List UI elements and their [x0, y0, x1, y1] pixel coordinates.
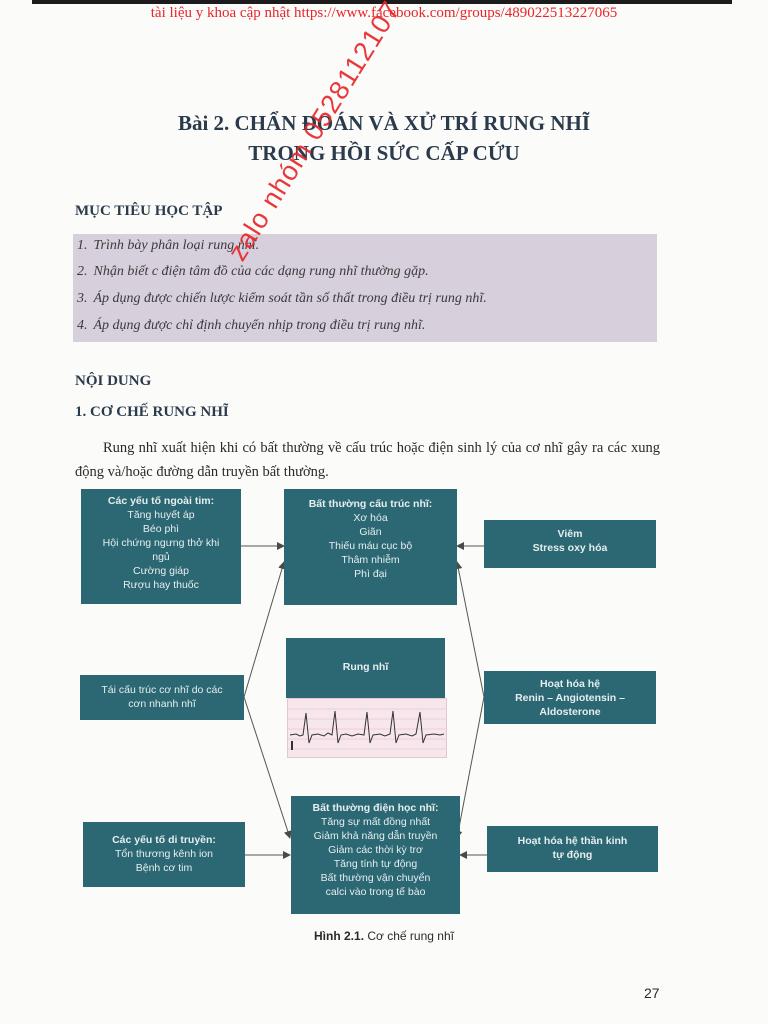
- af-label: Rung nhĩ: [342, 661, 389, 673]
- box-line: Viêm: [557, 528, 583, 540]
- objective-number: 2.: [77, 264, 88, 279]
- box-line: Béo phì: [142, 523, 180, 535]
- box-line: Rượu hay thuốc: [123, 579, 199, 591]
- objective-item: 2. Nhận biết c điện tâm đồ của các dạng r…: [77, 264, 429, 280]
- box-line: calci vào trong tế bào: [325, 886, 426, 898]
- box-line: Giãn: [359, 526, 382, 538]
- external-factors-box: Các yếu tố ngoài tim: Tăng huyết áp Béo …: [81, 489, 241, 604]
- objective-item: 4. Áp dụng được chỉ định chuyển nhịp tron…: [77, 318, 425, 334]
- objective-text: Trình bày phân loại rung nhĩ.: [93, 238, 260, 253]
- ecg-waveform: [288, 708, 446, 750]
- objective-text: Áp dụng được chỉ định chuyển nhịp trong …: [93, 318, 426, 333]
- box-line: Thiếu máu cục bộ: [328, 540, 413, 552]
- objective-number: 4.: [77, 318, 88, 333]
- genetic-factors-box: Các yếu tố di truyền: Tổn thương kênh io…: [83, 822, 245, 887]
- box-line: cơn nhanh nhĩ: [128, 698, 196, 710]
- lesson-title-line-2: TRONG HỒI SỨC CẤP CỨU: [248, 141, 520, 165]
- box-line: Giảm khả năng dẫn truyền: [313, 830, 438, 842]
- mechanism-paragraph: Rung nhĩ xuất hiện khi có bất thường về …: [75, 440, 660, 480]
- remodeling-box: Tái cấu trúc cơ nhĩ do các cơn nhanh nhĩ: [80, 675, 244, 720]
- electrical-abnormality-box: Bất thường điện học nhĩ: Tăng sự mất đồn…: [291, 796, 460, 914]
- box-line: Bất thường vận chuyển: [320, 872, 431, 884]
- caption-text: Cơ chế rung nhĩ: [367, 929, 454, 943]
- box-heading: Các yếu tố di truyền:: [112, 834, 216, 846]
- structural-abnormality-box: Bất thường cấu trúc nhĩ: Xơ hóa Giãn Thi…: [284, 489, 457, 605]
- af-box: Rung nhĩ: [286, 638, 445, 698]
- raas-box: Hoạt hóa hệ Renin – Angiotensin – Aldost…: [484, 671, 656, 724]
- box-line: Hội chứng ngưng thở khi: [102, 537, 220, 549]
- box-line: Stress oxy hóa: [532, 542, 608, 554]
- box-line: Aldosterone: [539, 706, 601, 718]
- box-line: Tái cấu trúc cơ nhĩ do các: [101, 684, 223, 696]
- objective-number: 1.: [77, 238, 88, 253]
- mechanism-heading: 1. CƠ CHẾ RUNG NHĨ: [75, 404, 229, 420]
- box-line: Hoạt hóa hệ: [539, 678, 601, 690]
- box-line: Hoạt hóa hệ thần kinh: [517, 835, 628, 847]
- box-line: Giảm các thời kỳ trơ: [328, 844, 423, 856]
- figure-caption: Hình 2.1. Cơ chế rung nhĩ: [0, 929, 768, 943]
- box-line: Renin – Angiotensin –: [515, 692, 625, 704]
- caption-label: Hình 2.1.: [314, 929, 365, 943]
- objectives-box: 1. Trình bày phân loại rung nhĩ. 2. Nhận b…: [73, 234, 657, 342]
- box-line: Tăng huyết áp: [127, 509, 195, 521]
- lesson-title: Bài 2. CHẨN ĐOÁN VÀ XỬ TRÍ RUNG NHĨ TRON…: [0, 108, 768, 168]
- box-line: ngủ: [152, 551, 170, 563]
- objective-text: Áp dụng được chiến lược kiểm soát tần số…: [93, 291, 487, 306]
- ecg-strip: [287, 698, 447, 758]
- page-number: 27: [644, 985, 660, 1001]
- content-heading: NỘI DUNG: [75, 373, 152, 389]
- top-border-line: [32, 0, 732, 4]
- box-line: Tăng sự mất đồng nhất: [320, 816, 431, 828]
- box-line: Tổn thương kênh ion: [115, 848, 213, 860]
- objectives-heading: MỤC TIÊU HỌC TẬP: [75, 203, 223, 219]
- box-heading: Bất thường cấu trúc nhĩ:: [308, 498, 433, 510]
- objective-item: 1. Trình bày phân loại rung nhĩ.: [77, 238, 259, 254]
- box-line: Xơ hóa: [353, 512, 388, 524]
- box-line: Thâm nhiễm: [341, 554, 400, 566]
- box-heading: Các yếu tố ngoài tim:: [107, 495, 215, 507]
- box-line: Cường giáp: [133, 565, 189, 577]
- objective-item: 3. Áp dụng được chiến lược kiểm soát tần …: [77, 291, 487, 307]
- objective-text: Nhận biết c điện tâm đồ của các dạng run…: [93, 264, 429, 279]
- objective-number: 3.: [77, 291, 88, 306]
- box-line: tự động: [552, 849, 593, 861]
- box-line: Tăng tính tự động: [333, 858, 418, 870]
- inflammation-box: Viêm Stress oxy hóa: [484, 520, 656, 568]
- header-link-text[interactable]: tài liệu y khoa cập nhật https://www.fac…: [150, 5, 618, 21]
- box-line: Bệnh cơ tim: [135, 862, 193, 874]
- box-heading: Bất thường điện học nhĩ:: [312, 802, 439, 814]
- lesson-title-line-1: Bài 2. CHẨN ĐOÁN VÀ XỬ TRÍ RUNG NHĨ: [177, 111, 591, 135]
- autonomic-box: Hoạt hóa hệ thần kinh tự động: [487, 826, 658, 872]
- box-line: Phì đại: [354, 568, 387, 580]
